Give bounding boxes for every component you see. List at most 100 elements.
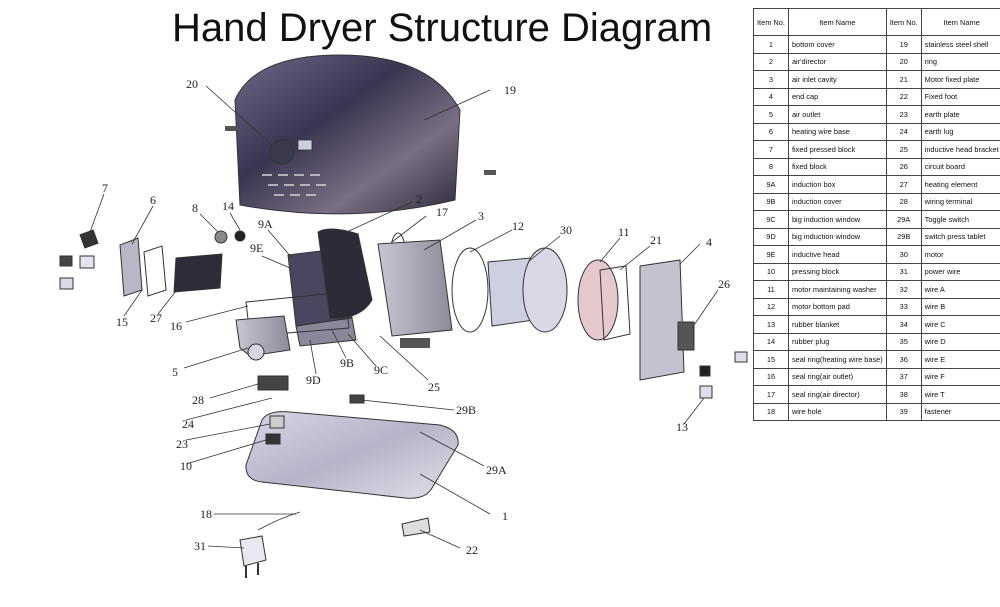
- item-name-cell: ring: [920, 52, 1000, 71]
- callout-14: 14: [222, 199, 234, 213]
- callout-28: 28: [192, 393, 204, 407]
- item-no-cell: 9E: [753, 245, 789, 264]
- header-item-name-1: Item Name: [787, 8, 887, 36]
- callout-3: 3: [478, 209, 484, 223]
- item-no-cell: 29A: [885, 210, 922, 229]
- item-name-cell: fastener: [920, 402, 1000, 421]
- item-no-cell: 31: [885, 262, 922, 281]
- callout-18: 18: [200, 507, 212, 521]
- item-no-cell: 39: [885, 402, 922, 421]
- item-name-cell: wire C: [920, 315, 1000, 334]
- item-no-cell: 17: [753, 385, 789, 404]
- item-name-cell: power wire: [920, 262, 1000, 281]
- item-name-cell: Motor fixed plate: [920, 70, 1000, 89]
- callout-9a: 9A: [258, 217, 273, 231]
- item-name-cell: seal ring(air director): [787, 385, 887, 404]
- air-outlet-part: [235, 315, 291, 357]
- item-no-cell: 29B: [885, 227, 922, 246]
- header-item-name-2: Item Name: [920, 8, 1000, 36]
- item-name-cell: big induction window: [787, 227, 887, 246]
- item-no-cell: 36: [885, 350, 922, 369]
- callout-8: 8: [192, 201, 198, 215]
- item-name-cell: air inlet cavity: [787, 70, 887, 89]
- item-no-cell: 30: [885, 245, 922, 264]
- item-no-cell: 23: [885, 105, 922, 124]
- item-no-cell: 13: [753, 315, 789, 334]
- bottom-cover-part: [245, 411, 459, 499]
- item-no-cell: 20: [885, 52, 922, 71]
- callout-27: 27: [150, 311, 162, 325]
- item-name-cell: air'director: [787, 52, 887, 71]
- item-name-cell: heating wire base: [787, 122, 887, 141]
- shell-part: [234, 54, 461, 215]
- item-name-cell: inductive head bracket: [920, 140, 1000, 159]
- callout-31: 31: [194, 539, 206, 553]
- air-inlet-cavity-part: [377, 239, 453, 337]
- callout-15: 15: [116, 315, 128, 329]
- item-no-cell: 6: [753, 122, 789, 141]
- callout-11: 11: [618, 225, 630, 239]
- callout-29a: 29A: [486, 463, 507, 477]
- item-no-cell: 28: [885, 192, 922, 211]
- item-no-cell: 4: [753, 87, 789, 106]
- callout-9b: 9B: [340, 356, 354, 370]
- callout-20: 20: [186, 77, 198, 91]
- item-no-cell: 35: [885, 332, 922, 351]
- item-no-cell: 21: [885, 70, 922, 89]
- callout-10: 10: [180, 459, 192, 473]
- air-director-part: [317, 228, 373, 319]
- item-name-cell: Fixed foot: [920, 87, 1000, 106]
- item-no-cell: 8: [753, 157, 789, 176]
- item-name-cell: wire T: [920, 385, 1000, 404]
- callout-5: 5: [172, 365, 178, 379]
- item-name-cell: motor bottom pad: [787, 297, 887, 316]
- item-no-cell: 34: [885, 315, 922, 334]
- item-name-cell: wire A: [920, 280, 1000, 299]
- item-name-cell: motor maintaining washer: [787, 280, 887, 299]
- callout-9c: 9C: [374, 363, 388, 377]
- item-no-cell: 9D: [753, 227, 789, 246]
- callout-23: 23: [176, 437, 188, 451]
- item-no-cell: 25: [885, 140, 922, 159]
- item-no-cell: 14: [753, 332, 789, 351]
- item-no-cell: 9C: [753, 210, 789, 229]
- item-name-cell: circuit board: [920, 157, 1000, 176]
- callout-30: 30: [560, 223, 572, 237]
- item-name-cell: stainless steel shell: [920, 35, 1000, 54]
- item-no-cell: 19: [885, 35, 922, 54]
- item-name-cell: big induction window: [787, 210, 887, 229]
- item-no-cell: 7: [753, 140, 789, 159]
- item-no-cell: 37: [885, 367, 922, 386]
- item-name-cell: wire F: [920, 367, 1000, 386]
- power-plug-part: [239, 535, 267, 567]
- callout-13: 13: [676, 420, 688, 434]
- callout-25: 25: [428, 380, 440, 394]
- item-no-cell: 24: [885, 122, 922, 141]
- callout-16: 16: [170, 319, 182, 333]
- parts-table-header: Item No. Item Name Item No. Item Name: [753, 8, 1000, 36]
- item-name-cell: induction box: [787, 175, 887, 194]
- callout-6: 6: [150, 193, 156, 207]
- callout-19: 19: [504, 83, 516, 97]
- callout-9d: 9D: [306, 373, 321, 387]
- item-name-cell: wire B: [920, 297, 1000, 316]
- header-item-no-2: Item No.: [885, 8, 922, 36]
- item-no-cell: 9A: [753, 175, 789, 194]
